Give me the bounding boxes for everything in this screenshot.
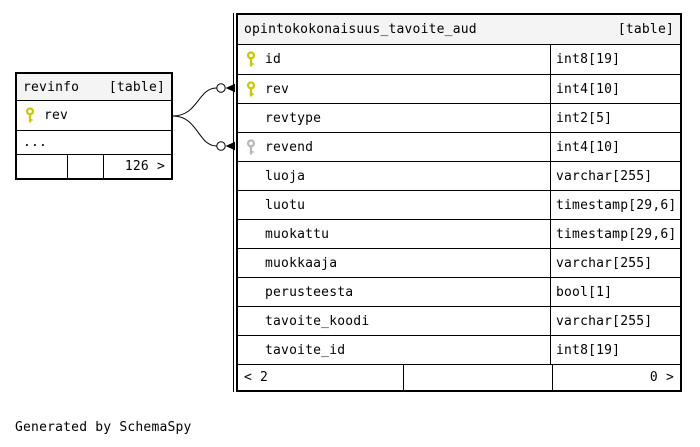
primary-key-icon (246, 51, 265, 68)
more-columns-indicator: ... (17, 130, 171, 154)
table-name: opintokokonaisuus_tavoite_aud (244, 22, 477, 37)
child-count: 0 > (552, 365, 680, 390)
table-aud-footer: < 2 0 > (238, 364, 680, 390)
column-type: bool[1] (556, 284, 613, 300)
column-type: int8[19] (556, 342, 621, 358)
column-name: luotu (265, 197, 306, 213)
row-revend: revend int4[10] (238, 132, 680, 161)
table-revinfo-header[interactable]: revinfo [table] (17, 74, 171, 101)
table-name: revinfo (23, 79, 80, 95)
table-revinfo: revinfo [table] rev ... (15, 72, 173, 180)
footer-cell (403, 365, 552, 390)
row-tavoite-koodi: tavoite_koodi varchar[255] (238, 306, 680, 335)
column-type: varchar[255] (556, 313, 653, 329)
column-type: timestamp[29,6] (556, 197, 677, 213)
table-badge: [table] (617, 22, 674, 37)
column-type: int4[10] (556, 139, 621, 155)
table-aud-header[interactable]: opintokokonaisuus_tavoite_aud [table] (238, 15, 680, 45)
column-name: tavoite_id (265, 342, 346, 358)
column-type: varchar[255] (556, 168, 653, 184)
column-type: varchar[255] (556, 255, 653, 271)
column-name: muokattu (265, 226, 330, 242)
parent-count: < 2 (244, 370, 269, 385)
column-type: int8[19] (556, 52, 621, 67)
column-type: int4[10] (556, 81, 621, 97)
footer-cell (17, 155, 67, 178)
footer-cell (67, 155, 103, 178)
table-badge: [table] (108, 79, 165, 95)
table-revinfo-footer: 126 > (17, 154, 171, 178)
column-name: luoja (265, 168, 306, 184)
row-perusteesta: perusteesta bool[1] (238, 277, 680, 306)
related-count: 126 > (103, 155, 171, 178)
row-rev: rev int4[10] (238, 74, 680, 103)
column-name: id (265, 52, 282, 67)
row-id: id int8[19] (238, 45, 680, 74)
row-muokkaaja: muokkaaja varchar[255] (238, 248, 680, 277)
row-luotu: luotu timestamp[29,6] (238, 190, 680, 219)
column-type: timestamp[29,6] (556, 226, 677, 242)
row-revinfo-rev: rev (17, 101, 171, 130)
column-name: rev (44, 108, 69, 123)
fk-edge-rev (172, 87, 217, 117)
generated-by-caption: Generated by SchemaSpy (15, 420, 192, 435)
column-name: revtype (265, 110, 322, 126)
column-type: int2[5] (556, 110, 613, 126)
column-name: muokkaaja (265, 255, 338, 271)
column-name: tavoite_koodi (265, 313, 370, 329)
odot-marker-rev (216, 83, 226, 93)
row-luoja: luoja varchar[255] (238, 161, 680, 190)
column-name: perusteesta (265, 284, 354, 300)
column-name: rev (265, 81, 290, 97)
nullable-key-icon (246, 138, 265, 156)
fk-edge-revend (172, 115, 217, 147)
row-revtype: revtype int2[5] (238, 103, 680, 132)
primary-key-icon (25, 107, 44, 124)
odot-marker-revend (216, 141, 226, 151)
primary-key-icon (246, 80, 265, 98)
table-opintokokonaisuus-tavoite-aud: opintokokonaisuus_tavoite_aud [table] id… (233, 13, 682, 392)
row-muokattu: muokattu timestamp[29,6] (238, 219, 680, 248)
column-name: revend (265, 139, 314, 155)
row-tavoite-id: tavoite_id int8[19] (238, 335, 680, 364)
